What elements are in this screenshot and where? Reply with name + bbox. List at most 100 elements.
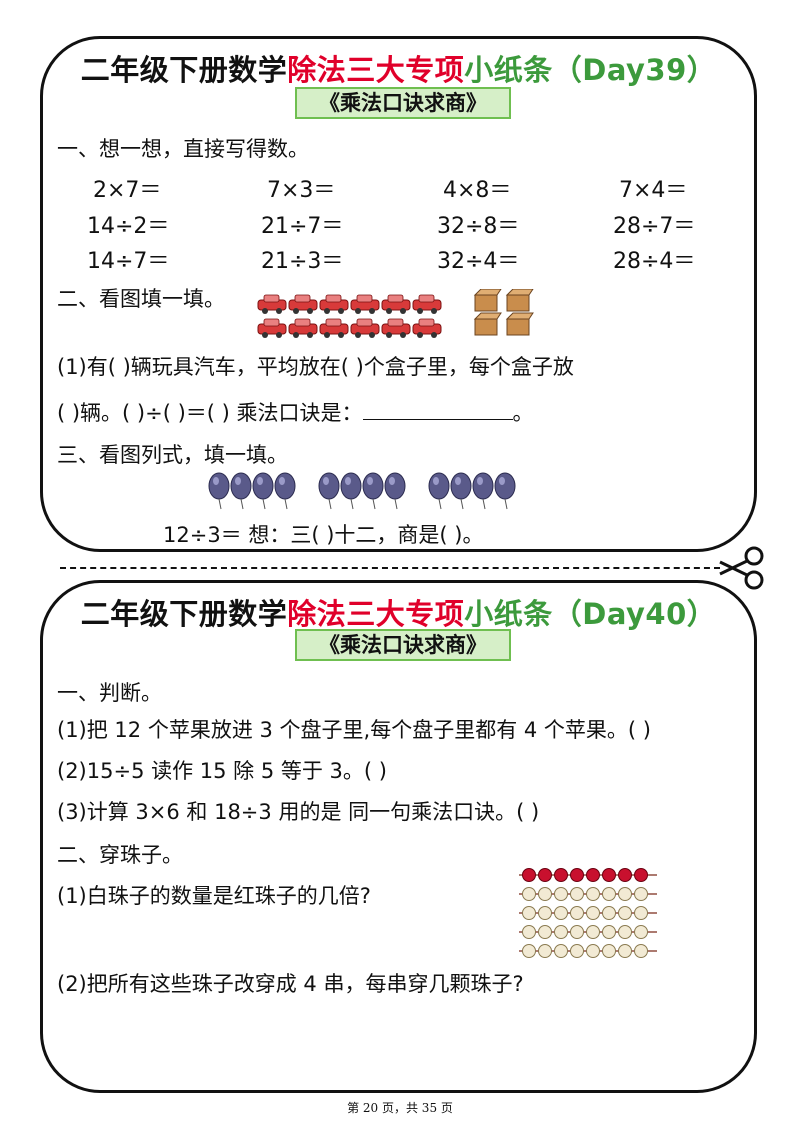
white-bead-icon	[634, 944, 648, 958]
question-text: 12÷3＝ 想：三( )十二，商是( )。	[163, 523, 484, 547]
car-icon	[381, 294, 411, 314]
white-bead-icon	[602, 944, 616, 958]
card-title: 二年级下册数学除法三大专项小纸条（Day39）	[43, 47, 754, 89]
math-problem: 7×3＝	[267, 178, 336, 203]
card-subtitle: 《乘法口诀求商》	[295, 87, 511, 119]
section-heading: 二、穿珠子。	[57, 843, 183, 867]
white-bead-icon	[570, 887, 584, 901]
cut-line	[60, 567, 720, 569]
car-icon	[319, 294, 349, 314]
balloon-icon	[428, 472, 450, 510]
red-bead-icon	[522, 868, 536, 882]
white-bead-icon	[618, 906, 632, 920]
question-fill-text: ( )辆。( )÷( )＝( ) 乘法口诀是：	[57, 401, 363, 425]
white-bead-icon	[554, 925, 568, 939]
question-text: ( )辆。( )÷( )＝( ) 乘法口诀是： 。	[57, 397, 534, 427]
math-problem: 28÷4＝	[613, 249, 696, 274]
white-bead-icon	[602, 887, 616, 901]
title-grade: 二年级下册数学	[80, 53, 288, 87]
car-icon	[288, 294, 318, 314]
white-bead-icon	[570, 925, 584, 939]
balloon-icon	[318, 472, 340, 510]
white-bead-icon	[522, 925, 536, 939]
beads-image	[519, 868, 657, 958]
title-topic: 除法三大专项	[287, 597, 465, 631]
math-problem: 32÷4＝	[437, 249, 520, 274]
white-bead-icon	[634, 925, 648, 939]
judgement-question: (3)计算 3×6 和 18÷3 用的是 同一句乘法口诀。( )	[57, 800, 540, 824]
car-icon	[350, 294, 380, 314]
title-grade: 二年级下册数学	[80, 597, 288, 631]
white-bead-string	[519, 906, 657, 920]
balloon-icon	[252, 472, 274, 510]
section-heading: 三、看图列式，填一填。	[57, 443, 288, 467]
white-bead-icon	[554, 887, 568, 901]
white-bead-icon	[570, 944, 584, 958]
section-heading: 二、看图填一填。	[57, 287, 225, 311]
math-problem: 2×7＝	[93, 178, 162, 203]
title-day: 小纸条（Day40）	[464, 597, 717, 631]
balloon-icon	[494, 472, 516, 510]
card-subtitle: 《乘法口诀求商》	[295, 629, 511, 661]
balloon-icon	[208, 472, 230, 510]
question-text: (2)把所有这些珠子改穿成 4 串，每串穿几颗珠子?	[57, 972, 524, 996]
box-icon	[506, 318, 530, 336]
white-bead-icon	[618, 887, 632, 901]
worksheet-card-day40: 二年级下册数学除法三大专项小纸条（Day40） 《乘法口诀求商》 一、判断。 (…	[40, 580, 757, 1093]
white-bead-icon	[586, 887, 600, 901]
car-icon	[412, 318, 442, 338]
car-icon	[288, 318, 318, 338]
white-bead-icon	[602, 925, 616, 939]
toy-cars-image	[257, 294, 442, 338]
math-problem: 14÷7＝	[87, 249, 170, 274]
section-heading: 一、判断。	[57, 681, 162, 705]
white-bead-icon	[570, 906, 584, 920]
math-problem: 28÷7＝	[613, 214, 696, 239]
white-bead-icon	[554, 906, 568, 920]
title-topic: 除法三大专项	[287, 53, 465, 87]
red-bead-icon	[554, 868, 568, 882]
question-period: 。	[512, 401, 534, 425]
balloon-icon	[230, 472, 252, 510]
white-bead-icon	[586, 906, 600, 920]
card-title: 二年级下册数学除法三大专项小纸条（Day40）	[43, 591, 754, 633]
page-footer: 第 20 页，共 35 页	[347, 1101, 453, 1115]
white-bead-icon	[602, 906, 616, 920]
red-bead-icon	[618, 868, 632, 882]
car-icon	[257, 294, 287, 314]
white-bead-icon	[538, 925, 552, 939]
balloon-icon	[450, 472, 472, 510]
box-icon	[506, 294, 530, 312]
balloon-icon	[472, 472, 494, 510]
balloons-image	[208, 472, 516, 510]
white-bead-icon	[538, 944, 552, 958]
car-icon	[257, 318, 287, 338]
scissors-icon	[719, 546, 764, 590]
balloon-icon	[274, 472, 296, 510]
red-bead-icon	[586, 868, 600, 882]
white-bead-icon	[522, 944, 536, 958]
white-bead-icon	[634, 906, 648, 920]
balloon-icon	[384, 472, 406, 510]
boxes-image	[473, 289, 534, 336]
math-problem: 7×4＝	[619, 178, 688, 203]
section-heading: 一、想一想，直接写得数。	[57, 137, 309, 161]
white-bead-icon	[538, 887, 552, 901]
question-text: (1)白珠子的数量是红珠子的几倍?	[57, 884, 371, 908]
white-bead-icon	[586, 944, 600, 958]
question-text: (1)有( )辆玩具汽车，平均放在( )个盒子里，每个盒子放	[57, 355, 574, 379]
math-problem: 21÷7＝	[261, 214, 344, 239]
red-bead-icon	[634, 868, 648, 882]
white-bead-icon	[618, 944, 632, 958]
white-bead-string	[519, 925, 657, 939]
box-icon	[474, 318, 498, 336]
balloon-icon	[362, 472, 384, 510]
car-icon	[412, 294, 442, 314]
math-problem: 4×8＝	[443, 178, 512, 203]
red-bead-icon	[602, 868, 616, 882]
red-bead-icon	[570, 868, 584, 882]
math-problem: 14÷2＝	[87, 214, 170, 239]
answer-blank[interactable]	[362, 399, 513, 420]
white-bead-icon	[634, 887, 648, 901]
car-icon	[319, 318, 349, 338]
